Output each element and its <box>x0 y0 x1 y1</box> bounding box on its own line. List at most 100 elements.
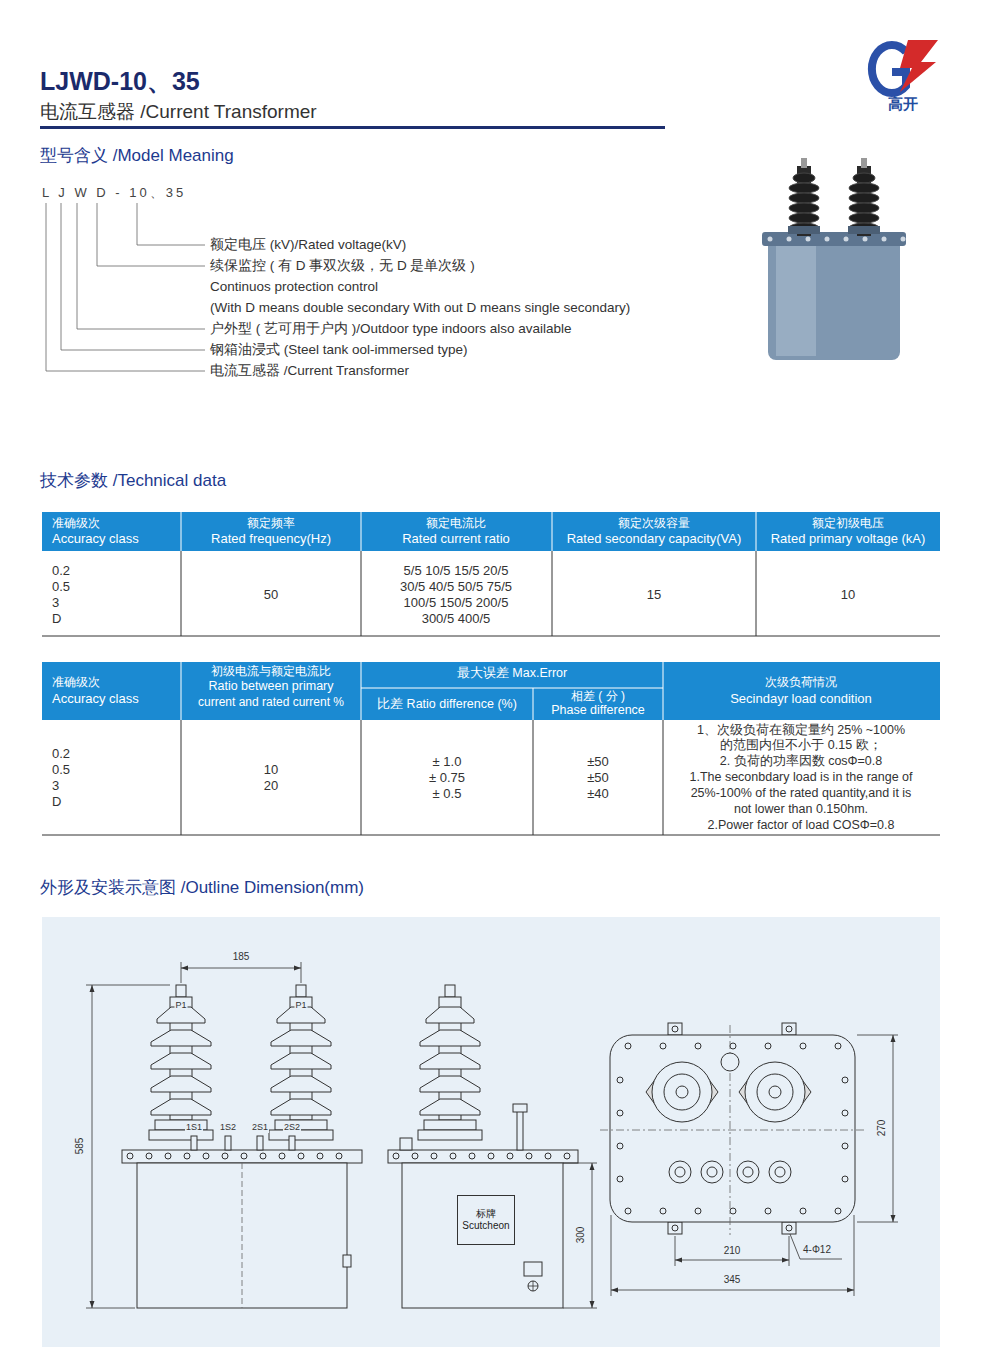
table-cell: ±50 <box>587 754 609 770</box>
section-heading: 技术参数 /Technical data <box>40 471 226 491</box>
product-shed <box>793 173 815 183</box>
table-rule <box>663 662 664 720</box>
ground-box <box>524 1262 542 1276</box>
ground-terminal <box>533 1281 534 1291</box>
insulator-flange <box>418 1130 482 1140</box>
extension-line <box>301 962 302 983</box>
table-header: 额定电流比 <box>426 516 486 530</box>
product-shed <box>789 213 819 223</box>
title-rule <box>40 126 665 129</box>
mounting-hole <box>786 1026 792 1032</box>
terminal-label: 1S2 <box>219 1122 237 1133</box>
table-cell: ± 0.75 <box>429 770 465 786</box>
table-cell: 0.5 <box>52 762 70 778</box>
flange-bolt <box>800 1043 806 1049</box>
flange-bolt <box>660 1208 666 1214</box>
table-rule <box>181 512 182 551</box>
table-cell: 2. 负荷的功率因数 cosΦ=0.8 <box>720 754 882 769</box>
table-header: current and rated current % <box>198 695 344 709</box>
logo-bolt <box>900 40 938 92</box>
table-cell: 0.2 <box>52 746 70 762</box>
table-header: 额定频率 <box>247 516 295 530</box>
product-shed <box>849 193 879 203</box>
table-rule <box>361 720 362 835</box>
flange-bolt <box>279 1153 285 1159</box>
extension-line <box>675 1236 676 1266</box>
insulator-base <box>424 1120 476 1130</box>
dimension-arrow <box>675 1258 682 1263</box>
table-rule <box>42 835 940 836</box>
flange-bolt <box>317 1153 323 1159</box>
table-header-band <box>42 662 940 720</box>
insulator-shed <box>420 1030 480 1046</box>
section-heading: 外形及安装示意图 /Outline Dimension(mm) <box>40 878 364 898</box>
dimension: 585 <box>74 1138 86 1155</box>
table-cell: 1.The seconbdary load is in the range of <box>689 770 912 785</box>
junction-box <box>400 1138 412 1150</box>
flange-bolt <box>545 1153 551 1159</box>
terminal-top <box>707 1167 717 1177</box>
leader-line <box>790 1234 800 1259</box>
secondary-terminal <box>225 1136 231 1150</box>
insulator-cap <box>176 985 186 997</box>
table-header: 初级电流与额定电流比 <box>211 664 331 678</box>
table-cell: 20 <box>264 778 278 794</box>
flange-bolt <box>431 1153 437 1159</box>
flange-bolt <box>222 1153 228 1159</box>
dimension-arrow <box>782 1258 789 1263</box>
product-bolt <box>863 237 868 242</box>
dimension-arrow <box>294 966 301 971</box>
leader-line <box>137 203 138 245</box>
insulator-top <box>664 1074 700 1110</box>
product-shed <box>789 193 819 203</box>
product-shed <box>849 203 879 213</box>
terminal-top <box>775 1167 785 1177</box>
flange-bolt <box>450 1153 456 1159</box>
table-rule <box>533 688 534 720</box>
extension-line <box>789 1236 790 1266</box>
product-shed <box>853 173 875 183</box>
flange-bolt <box>842 1077 848 1083</box>
dimension-line <box>181 968 301 969</box>
insulator-shed <box>271 1053 331 1069</box>
table-rule <box>756 512 757 551</box>
tank-flange <box>122 1150 362 1163</box>
dimension-arrow <box>181 966 188 971</box>
leader-line <box>77 329 205 330</box>
product-bolt <box>768 237 773 242</box>
insulator-shed <box>151 1099 211 1115</box>
table-rule <box>181 662 182 720</box>
side-terminal <box>517 1110 523 1150</box>
dimension: 210 <box>724 1245 741 1257</box>
insulator-cap <box>445 985 455 997</box>
drain-plug <box>343 1255 351 1267</box>
dimension: 300 <box>575 1227 587 1244</box>
dimension-arrow <box>891 1215 896 1222</box>
terminal-top <box>737 1161 759 1183</box>
page-title: LJWD-10、35 <box>40 66 200 96</box>
table-cell: 1、次级负荷在额定量约 25% ~100% <box>697 723 905 738</box>
filler-cap <box>721 1053 739 1071</box>
table-rule <box>552 551 553 636</box>
product-shed <box>789 223 819 233</box>
table-header: Rated primary voltage (kA) <box>771 531 926 547</box>
ground-terminal <box>528 1281 538 1291</box>
logo-text: 高开 <box>888 95 918 113</box>
dimension-arrow <box>847 1288 854 1293</box>
insulator-shed <box>271 1076 331 1092</box>
drawing-panel <box>42 917 940 1347</box>
tank-body <box>402 1163 563 1308</box>
flange-bolt <box>835 1208 841 1214</box>
dimension: 270 <box>876 1120 888 1137</box>
model-note: 续保监控 ( 有 D 事双次级，无 D 是单次级 ) <box>210 258 475 274</box>
flange-bolt <box>617 1176 623 1182</box>
table-header: 准确级次 <box>52 516 100 530</box>
flange-bolt <box>765 1208 771 1214</box>
flange-bolt <box>146 1153 152 1159</box>
table-header: Rated frequency(Hz) <box>211 531 331 547</box>
flange-bolt <box>165 1153 171 1159</box>
table-rule <box>361 688 663 689</box>
mounting-lug <box>668 1222 682 1234</box>
mounting-hole <box>786 1225 792 1231</box>
table-rule <box>361 551 362 636</box>
